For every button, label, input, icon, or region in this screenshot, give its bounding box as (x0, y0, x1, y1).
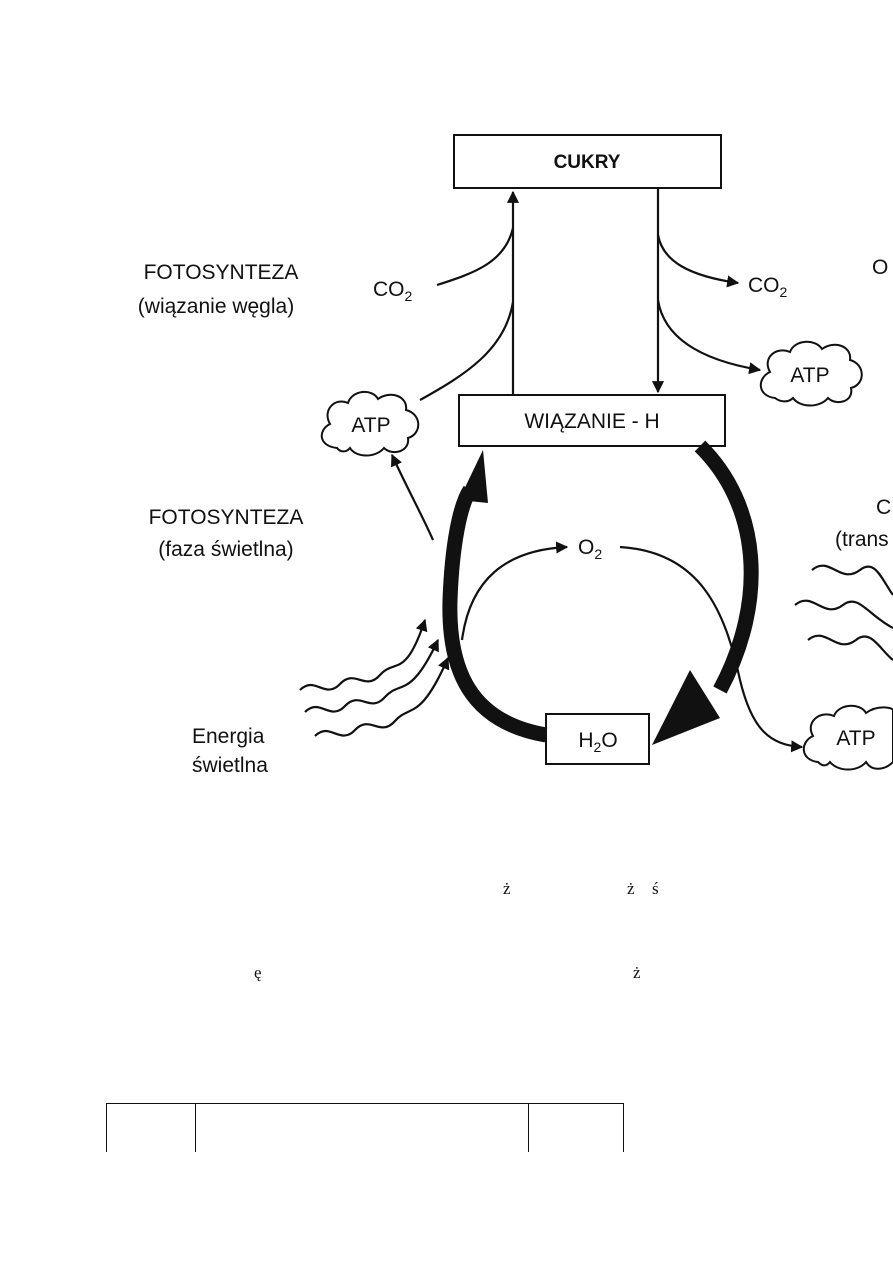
thick-arrow-h2o-to-wiazanie (442, 485, 548, 743)
wiazanie-wegla-label: (wiązanie węgla) (138, 295, 294, 318)
h2o-label: H2O (578, 729, 617, 755)
wiazanie-h-label: WIĄZANIE - H (524, 410, 659, 433)
light-wave-1 (299, 618, 428, 691)
stray-char-2: ż (627, 879, 635, 898)
atp-light-arrow (390, 453, 435, 541)
right-c-label: C (876, 496, 891, 519)
atp-label-right-bottom: ATP (836, 727, 875, 750)
wiazanie-h-box (458, 394, 726, 447)
light-wave-2 (304, 638, 439, 713)
fotosynteza-label-1: FOTOSYNTEZA (144, 261, 299, 284)
atp-label-right-top: ATP (790, 364, 829, 387)
table-col-divider-2 (528, 1104, 529, 1152)
right-o-label: O (872, 256, 888, 279)
stray-char-4: ę (254, 963, 262, 982)
atp-cloud-right-top (759, 340, 863, 407)
cukry-label: CUKRY (554, 152, 621, 173)
o2-to-atp-arrow (619, 545, 804, 753)
swietlna-label: świetlna (192, 754, 268, 777)
right-wave-3 (807, 634, 893, 661)
stray-char-1: ż (503, 879, 511, 898)
atp-label-left: ATP (351, 414, 390, 437)
table-col-divider-1 (195, 1104, 196, 1152)
atp-input-arrow (419, 301, 515, 401)
fotosynteza-label-2: FOTOSYNTEZA (149, 506, 304, 529)
stray-char-5: ż (633, 963, 641, 982)
energia-label: Energia (192, 725, 265, 748)
atp-cloud-left (320, 391, 420, 457)
thick-arrow-head-right (652, 670, 720, 745)
faza-swietlna-label: (faza świetlna) (158, 538, 293, 561)
atp-output-arrow-top (656, 299, 762, 375)
co2-input-arrow (436, 227, 515, 287)
o2-label: O2 (578, 536, 602, 562)
thick-arrow-head-left (459, 450, 488, 503)
answer-table (106, 1103, 624, 1152)
co2-output-arrow (656, 234, 740, 288)
right-wave-2 (794, 599, 893, 629)
thick-arrow-wiazanie-to-h2o (694, 440, 759, 694)
right-trans-label: (trans (835, 528, 889, 551)
o2-arrow (460, 541, 569, 641)
stray-char-3: ś (652, 879, 659, 898)
right-wave-1 (811, 564, 893, 596)
h2o-box (545, 713, 650, 765)
cukry-box (453, 134, 722, 189)
light-wave-3 (314, 656, 450, 737)
co2-input-label: CO2 (373, 278, 413, 304)
co2-output-label: CO2 (748, 274, 788, 300)
atp-cloud-right-bottom (802, 704, 893, 771)
photosynthesis-diagram: CUKRY WIĄZANIE - H H2O O2 ATP ATP ATP FO… (138, 134, 893, 777)
